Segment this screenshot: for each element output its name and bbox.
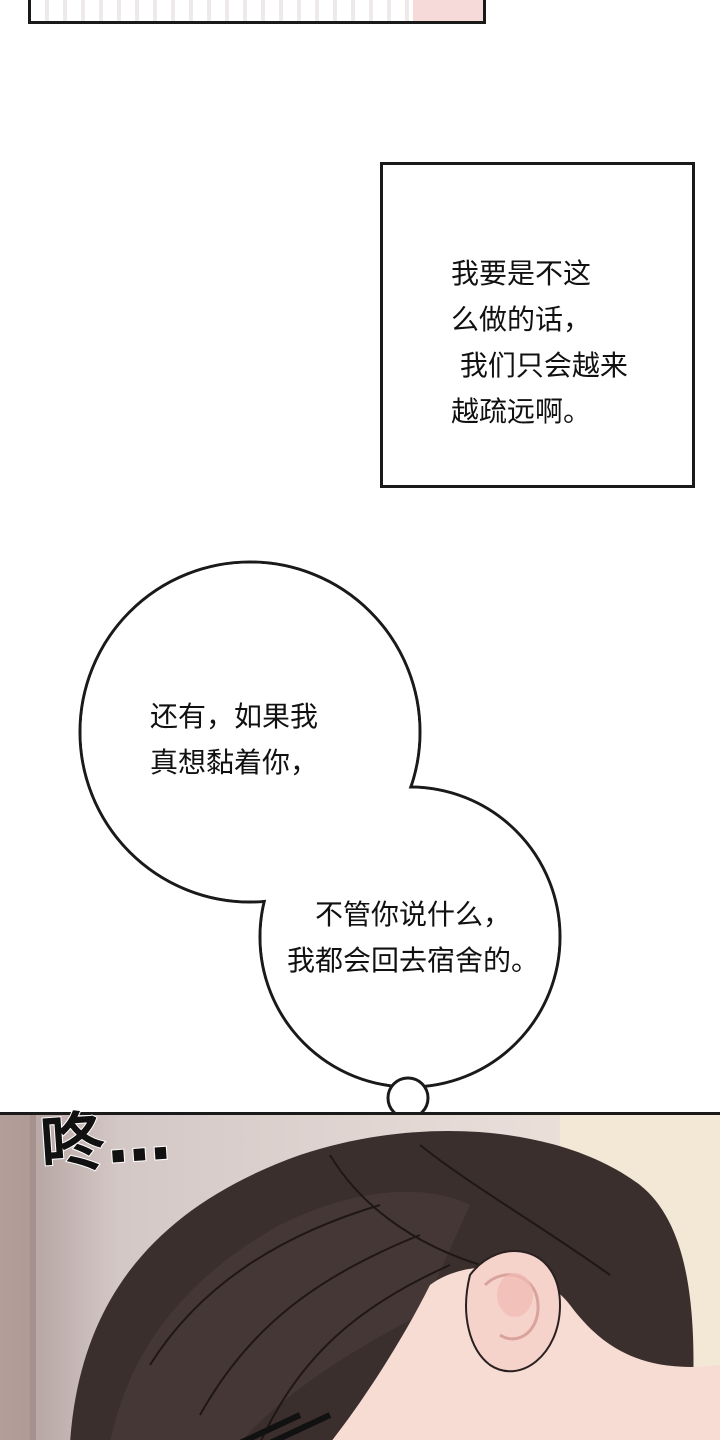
thought-text-2: 不管你说什么， 我都会回去宿舍的。: [286, 898, 539, 977]
thought-cloud: [78, 560, 562, 1174]
character-panel: [0, 1112, 720, 1440]
previous-panel-edge: [28, 0, 486, 24]
panel-pink-area: [413, 0, 483, 21]
narration-box: 我要是不这 么做的话， 我们只会越来 越疏远啊。: [380, 162, 695, 488]
character-illustration: [0, 1115, 720, 1440]
thought-text-1: 还有，如果我 真想黏着你，: [150, 700, 319, 779]
narration-text: 我要是不这 么做的话， 我们只会越来 越疏远啊。: [451, 257, 628, 428]
sound-effect-text: 咚…: [37, 1099, 176, 1184]
panel-art-strip: [31, 0, 483, 21]
